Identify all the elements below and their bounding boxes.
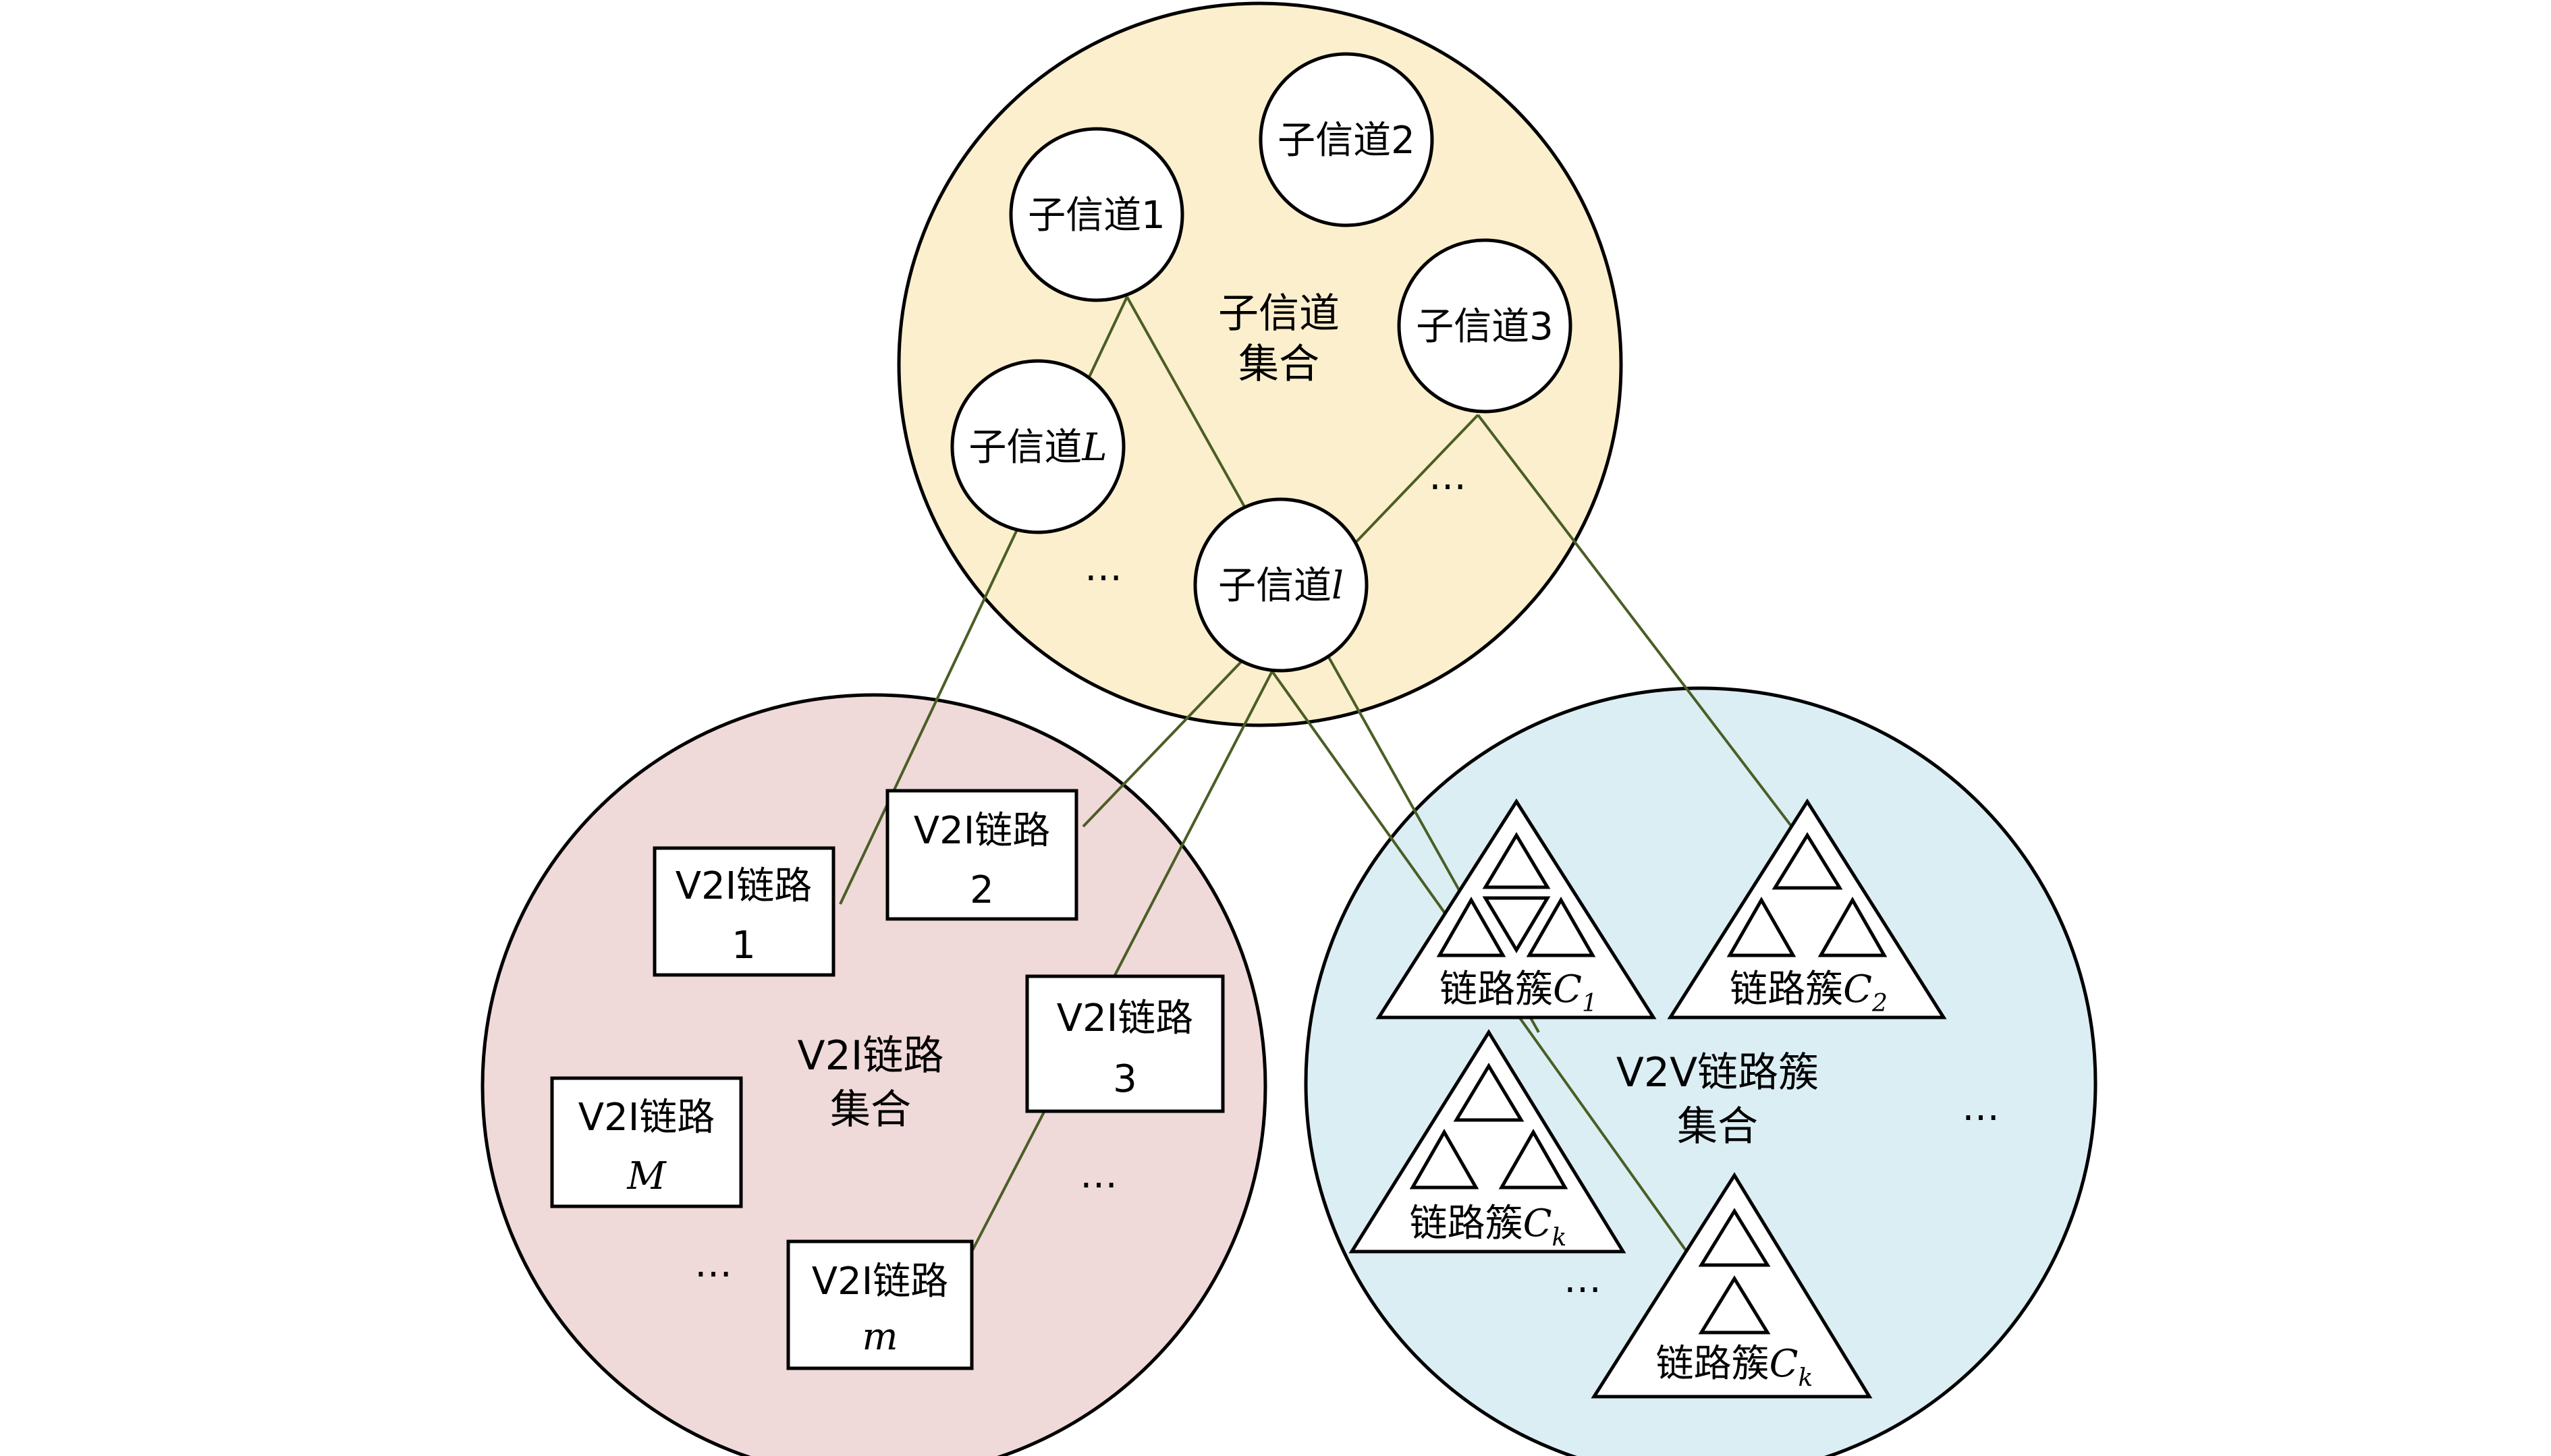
link-cluster-ck: 链路簇Ck: [1348, 1029, 1626, 1254]
v2v-ellipsis: …: [1564, 1258, 1601, 1301]
svg-text:链路簇Ck: 链路簇Ck: [1410, 1202, 1567, 1252]
subchannel-set-label-line2: 集合: [1238, 341, 1319, 388]
subchannel-ellipsis: …: [1085, 546, 1122, 590]
v2i-link-box-1: V2I链路 1: [653, 846, 835, 977]
cluster-prefix: 链路簇: [1730, 968, 1843, 1011]
cluster-subscript: 1: [1582, 990, 1597, 1017]
v2i-link-line2: 2: [970, 868, 994, 912]
subchannel-node-L: 子信道L: [950, 359, 1126, 534]
edge-subchannel3-cluster2: [1477, 414, 1803, 841]
cluster-prefix: 链路簇: [1410, 1202, 1523, 1245]
v2i-link-line1: V2I链路: [812, 1260, 948, 1304]
v2i-link-line1: V2I链路: [914, 809, 1050, 853]
subchannel-index: l: [1332, 564, 1344, 608]
cluster-symbol: C: [1523, 1202, 1552, 1245]
v2i-link-line1: V2I链路: [676, 864, 812, 908]
svg-text:子信道2: 子信道2: [1278, 119, 1415, 163]
v2v-set-label-line1: V2V链路簇: [1616, 1049, 1819, 1096]
subchannel-index: L: [1081, 426, 1107, 470]
subchannel-node-l: 子信道l: [1193, 497, 1369, 673]
v2i-link-box-m: V2I链路 m: [786, 1239, 974, 1370]
svg-text:子信道l: 子信道l: [1218, 564, 1344, 608]
v2v-set-label-line2: 集合: [1677, 1103, 1758, 1150]
v2i-set-label-line1: V2I链路: [798, 1032, 944, 1080]
svg-text:子信道L: 子信道L: [968, 426, 1107, 470]
subchannel-ellipsis: …: [1429, 455, 1466, 499]
cluster-symbol: C: [1553, 968, 1582, 1011]
subchannel-index: 1: [1141, 194, 1165, 237]
subchannel-set-label-line1: 子信道: [1218, 290, 1340, 337]
subchannel-set: 子信道 集合 子信道1 子信道2 子信道3 子信道L: [950, 52, 1572, 673]
cluster-symbol: C: [1843, 968, 1872, 1011]
v2i-link-line2: 1: [732, 924, 756, 968]
v2i-link-line2: M: [626, 1154, 667, 1198]
subchannel-prefix: 子信道: [1278, 119, 1391, 163]
svg-text:链路簇C1: 链路簇C1: [1439, 968, 1597, 1017]
v2i-link-line2: m: [862, 1315, 898, 1359]
cluster-subscript: 2: [1871, 990, 1888, 1017]
subchannel-node-1: 子信道1: [1009, 127, 1184, 302]
v2i-set-label-line2: 集合: [830, 1086, 911, 1133]
v2i-link-line1: V2I链路: [578, 1096, 715, 1140]
svg-text:子信道1: 子信道1: [1028, 194, 1165, 237]
link-cluster-c2: 链路簇C2: [1667, 798, 1947, 1019]
v2i-ellipsis: …: [694, 1242, 732, 1286]
v2i-link-box-M: V2I链路 M: [550, 1076, 743, 1208]
v2i-link-box-2: V2I链路 2: [885, 789, 1078, 921]
subchannel-index: 2: [1391, 119, 1415, 163]
v2i-set: V2I链路 集合 V2I链路 1 V2I链路 2 V2I链路 3 V2I链路 M…: [550, 789, 1225, 1370]
v2v-ellipsis: …: [1962, 1086, 2000, 1129]
v2i-link-box-3: V2I链路 3: [1025, 974, 1225, 1113]
subchannel-index: 3: [1529, 305, 1554, 349]
v2v-set: V2V链路簇 集合 链路簇C1 链路簇C2: [1348, 798, 2000, 1399]
subchannel-node-3: 子信道3: [1397, 238, 1572, 414]
subchannel-prefix: 子信道: [1028, 194, 1141, 237]
cluster-symbol: C: [1770, 1342, 1799, 1386]
subchannel-prefix: 子信道: [968, 426, 1082, 470]
v2i-link-line1: V2I链路: [1057, 997, 1193, 1040]
cluster-subscript: k: [1552, 1224, 1567, 1252]
v2i-ellipsis: …: [1080, 1153, 1118, 1197]
cluster-prefix: 链路簇: [1656, 1342, 1770, 1386]
svg-text:链路簇Ck: 链路簇Ck: [1656, 1342, 1813, 1392]
cluster-prefix: 链路簇: [1439, 968, 1553, 1011]
cluster-subscript: k: [1799, 1364, 1813, 1392]
v2i-link-line2: 3: [1113, 1057, 1137, 1101]
edge-subchannell-v2im: [970, 671, 1273, 1252]
link-cluster-c1: 链路簇C1: [1375, 798, 1657, 1019]
subchannel-node-2: 子信道2: [1259, 52, 1434, 227]
subchannel-prefix: 子信道: [1416, 305, 1529, 349]
link-cluster-ck-bottom: 链路簇Ck: [1591, 1172, 1873, 1399]
svg-text:子信道3: 子信道3: [1416, 305, 1554, 349]
svg-text:链路簇C2: 链路簇C2: [1730, 968, 1888, 1017]
subchannel-prefix: 子信道: [1218, 564, 1332, 608]
